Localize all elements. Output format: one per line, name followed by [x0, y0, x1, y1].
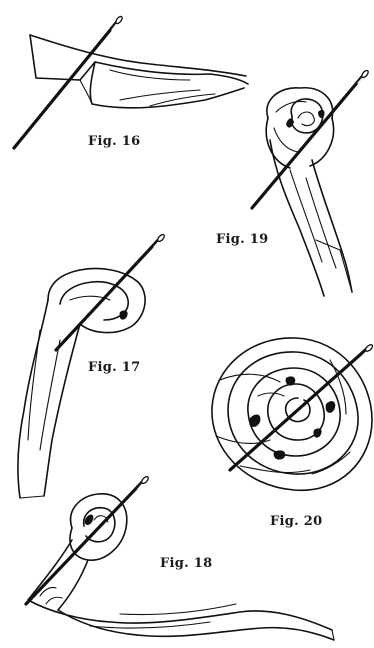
caption-fig-18: Fig. 18 [160, 556, 213, 571]
caption-fig-17: Fig. 17 [88, 360, 141, 375]
needle-icon [230, 344, 374, 470]
ribbon-icon [30, 35, 248, 108]
caption-fig-20: Fig. 20 [270, 514, 323, 529]
figure-20-illustration [212, 338, 374, 490]
ribbon-rose-icon [266, 88, 352, 296]
ribbon-icon [18, 269, 145, 499]
figure-16-illustration [14, 15, 248, 148]
caption-fig-19: Fig. 19 [216, 232, 269, 247]
caption-fig-16: Fig. 16 [88, 134, 141, 149]
needle-icon [252, 69, 369, 208]
figure-19-illustration [252, 69, 369, 296]
